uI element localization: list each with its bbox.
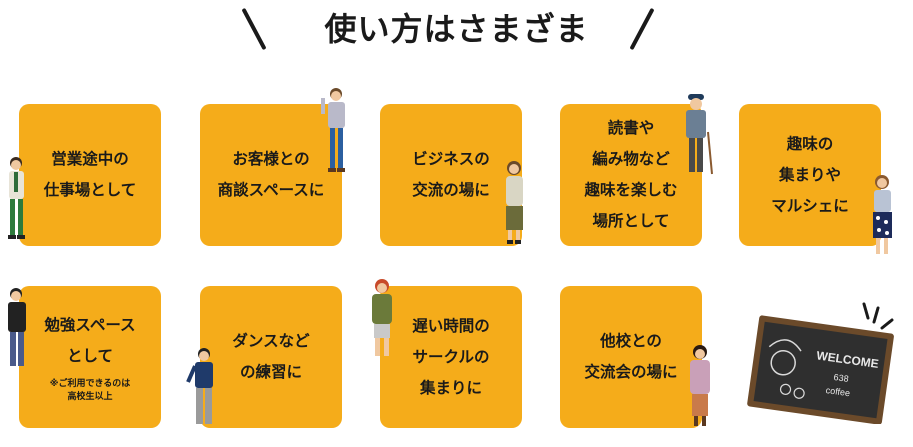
student-illustration xyxy=(8,288,26,366)
card-label: ビジネスの 交流の場に xyxy=(412,150,490,199)
card-label: 勉強スペース として xyxy=(44,316,136,365)
polka-dot-woman-illustration xyxy=(873,175,892,254)
card-note: ※ご利用できるのは 高校生以上 xyxy=(49,379,131,402)
sparkle-line xyxy=(872,306,880,324)
glasses-woman-illustration xyxy=(690,345,710,426)
card-study-space: 勉強スペース として ※ご利用できるのは 高校生以上 xyxy=(19,286,161,428)
card-label: 趣味の 集まりや マルシェに xyxy=(771,134,849,215)
sparkle-line xyxy=(880,318,894,330)
card-label: 読書や 編み物など 趣味を楽しむ 場所として xyxy=(584,119,678,230)
card-late-circle: 遅い時間の サークルの 集まりに xyxy=(380,286,522,428)
board-coffee-text: coffee xyxy=(825,385,851,398)
businessman-illustration xyxy=(8,157,25,239)
card-school-exchange: 他校との 交流会の場に xyxy=(560,286,702,428)
woman-illustration xyxy=(506,161,523,244)
card-hobby-place: 読書や 編み物など 趣味を楽しむ 場所として xyxy=(560,104,702,246)
heading-area: 使い方はさまざま xyxy=(0,0,913,52)
phone-man-illustration xyxy=(321,88,345,172)
dancer-illustration xyxy=(186,348,213,424)
card-hobby-gathering: 趣味の 集まりや マルシェに xyxy=(739,104,881,246)
elderly-man-illustration xyxy=(686,94,713,175)
card-label: ダンスなど の練習に xyxy=(232,332,310,381)
card-label: お客様との 商談スペースに xyxy=(217,150,325,199)
card-label: 営業途中の 仕事場として xyxy=(43,150,137,199)
card-client-meeting: お客様との 商談スペースに xyxy=(200,104,342,246)
board-number-text: 638 xyxy=(833,372,849,384)
card-business-exchange: ビジネスの 交流の場に xyxy=(380,104,522,246)
young-man-illustration xyxy=(372,279,392,356)
board-doodle xyxy=(770,350,796,376)
board-umbrella-doodle xyxy=(768,339,802,352)
welcome-chalkboard-illustration: WELCOME 638 coffee xyxy=(747,302,894,424)
card-dance-practice: ダンスなど の練習に xyxy=(200,286,342,428)
card-label: 他校との 交流会の場に xyxy=(584,332,678,381)
card-label: 遅い時間の サークルの 集まりに xyxy=(412,316,490,397)
page-title: 使い方はさまざま xyxy=(324,10,589,48)
card-sales-workspace: 営業途中の 仕事場として xyxy=(19,104,161,246)
sparkle-line xyxy=(862,302,870,320)
